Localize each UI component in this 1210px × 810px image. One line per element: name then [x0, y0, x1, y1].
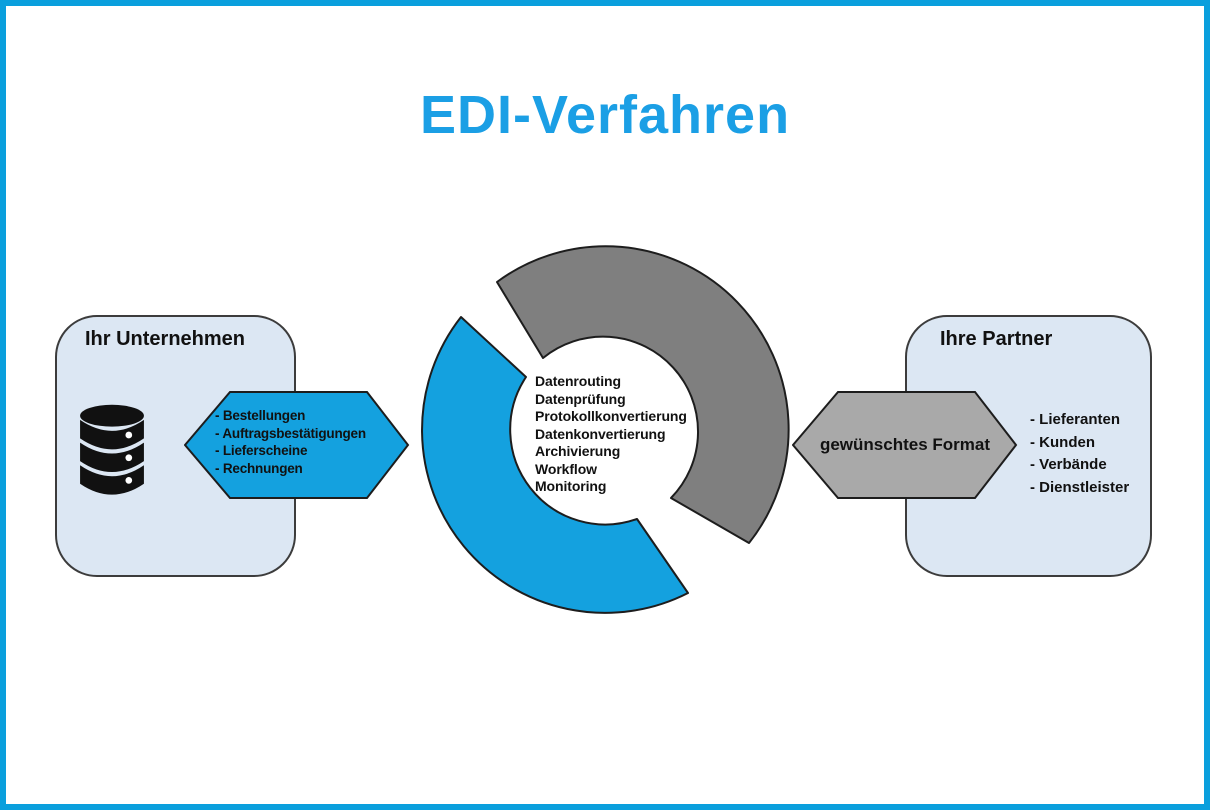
hexagon-shape	[184, 391, 410, 499]
format-label: gewünschtes Format	[819, 435, 991, 454]
list-item: Archivierung	[535, 443, 621, 459]
list-item: Datenrouting	[535, 373, 621, 389]
format-hexagon: gewünschtes Format	[792, 390, 1018, 500]
list-item: - Kunden	[1030, 433, 1095, 451]
list-item: Workflow	[535, 460, 597, 477]
list-item: Datenprüfung	[535, 390, 626, 407]
circular-arrows-icon	[421, 245, 790, 614]
list-item: - Lieferanten	[1030, 411, 1121, 428]
hexagon-shape	[792, 391, 1018, 499]
outbound-documents-list: - Bestellungen - Auftragsbestätigungen - L…	[215, 407, 405, 478]
list-item: - Lieferscheine	[215, 443, 308, 459]
partner-box-title: Ihre Partner	[940, 328, 1053, 350]
list-item: - Dienstleister	[1030, 478, 1130, 496]
list-item: - Auftragsbestätigungen	[215, 425, 366, 441]
outbound-documents-hexagon: - Bestellungen - Auftragsbestätigungen - L…	[184, 390, 410, 500]
company-box-title: Ihr Unternehmen	[85, 328, 246, 350]
partner-list: - Lieferanten - Kunden - Verbände - Dienstl…	[1030, 409, 1129, 499]
list-item: - Rechnungen	[215, 461, 303, 477]
list-item: - Verbände	[1030, 456, 1107, 473]
gray-arc	[496, 245, 790, 544]
database-icon	[80, 404, 144, 495]
list-item: Datenkonvertierung	[535, 425, 666, 442]
blue-arc	[421, 316, 689, 614]
list-item: Monitoring	[535, 478, 607, 494]
list-item: Protokollkonvertierung	[535, 408, 687, 424]
list-item: - Bestellungen	[215, 408, 306, 423]
page-title: EDI-Verfahren	[419, 85, 791, 145]
